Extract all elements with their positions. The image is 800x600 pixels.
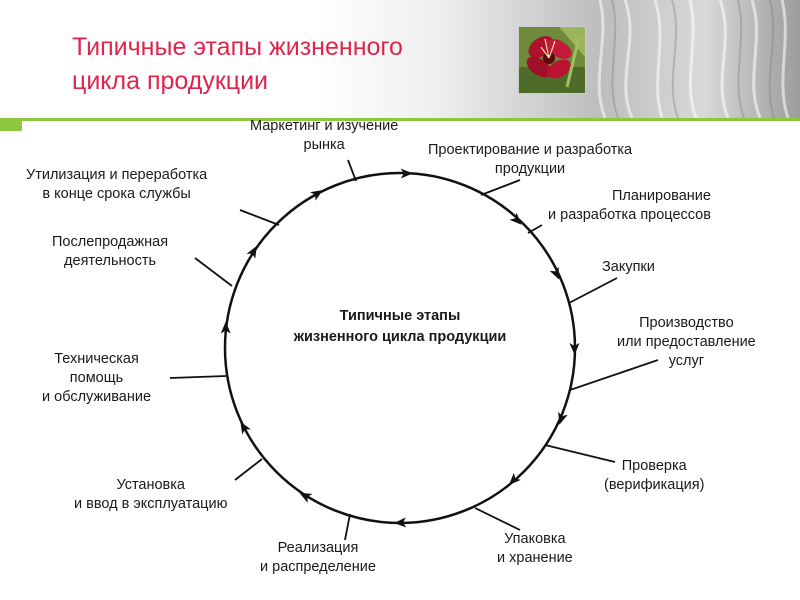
- leader-lines: [169, 159, 659, 541]
- leader-line-planning: [527, 224, 543, 234]
- header: Типичные этапы жизненного цикла продукци…: [0, 0, 800, 118]
- leader-line-design: [480, 179, 521, 196]
- leader-line-purchasing: [568, 277, 618, 304]
- stage-label-design: Проектирование и разработка продукции: [428, 142, 633, 177]
- flower-photo: [518, 26, 586, 94]
- stage-label-installation: Установка и ввод в эксплуатацию: [74, 477, 228, 512]
- leader-line-after-sales: [194, 257, 233, 287]
- cycle-circle: [223, 171, 577, 525]
- stage-label-verification: Проверка (верификация): [604, 458, 705, 493]
- waterfall-background: [597, 0, 790, 118]
- leader-line-verification: [544, 444, 616, 463]
- leader-line-marketing: [347, 159, 357, 182]
- stage-label-sales: Реализация и распределение: [260, 540, 376, 575]
- leader-line-support: [169, 375, 227, 379]
- header-divider: [0, 118, 800, 121]
- stage-label-packaging: Упаковка и хранение: [497, 531, 573, 566]
- page-title: Типичные этапы жизненного цикла продукци…: [72, 33, 403, 95]
- leader-line-production: [569, 359, 659, 391]
- stage-label-production: Производство или предоставление услуг: [617, 315, 756, 369]
- corner-accent: [0, 118, 22, 131]
- diagram-center-label: Типичные этапы жизненного цикла продукци…: [293, 308, 507, 345]
- leader-line-packaging: [474, 507, 521, 531]
- leader-line-disposal: [239, 209, 280, 226]
- leader-line-sales: [344, 513, 351, 541]
- stage-label-marketing: Маркетинг и изучение рынка: [250, 118, 399, 153]
- cycle-arrows: [220, 168, 580, 528]
- leader-line-installation: [234, 458, 263, 481]
- stage-label-disposal: Утилизация и переработка в конце срока с…: [26, 167, 208, 202]
- stage-label-purchasing: Закупки: [602, 259, 655, 275]
- stage-label-planning: Планирование и разработка процессов: [548, 188, 711, 223]
- stage-label-after-sales: Послепродажная деятельность: [52, 234, 169, 269]
- stage-label-support: Техническая помощь и обслуживание: [42, 351, 152, 405]
